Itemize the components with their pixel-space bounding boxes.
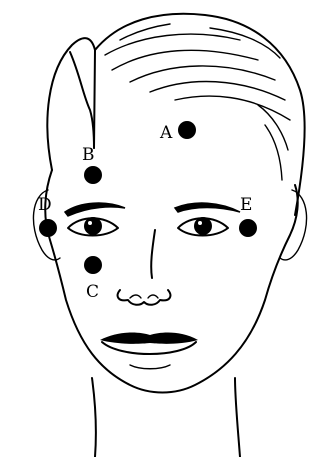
point-c: C: [84, 256, 102, 302]
hair-strands: [105, 24, 290, 180]
right-eye: [178, 217, 228, 236]
left-eye: [68, 217, 118, 236]
point-a: A: [159, 121, 196, 143]
point-c-label: C: [86, 282, 99, 302]
point-a-dot: [178, 121, 196, 139]
point-c-dot: [84, 256, 102, 274]
point-b: B: [82, 145, 102, 184]
mouth: [100, 333, 198, 369]
point-a-label: A: [159, 123, 173, 143]
hair-outline: [47, 14, 304, 215]
point-d: D: [38, 195, 57, 237]
point-b-dot: [84, 166, 102, 184]
point-e-dot: [239, 219, 257, 237]
ears: [33, 190, 306, 260]
face-outline: [45, 170, 298, 457]
nose: [118, 230, 171, 305]
point-d-label: D: [38, 195, 52, 215]
point-d-dot: [39, 219, 57, 237]
eyebrows: [65, 203, 240, 216]
point-e: E: [239, 195, 257, 237]
point-b-label: B: [82, 145, 95, 165]
point-e-label: E: [240, 195, 252, 215]
